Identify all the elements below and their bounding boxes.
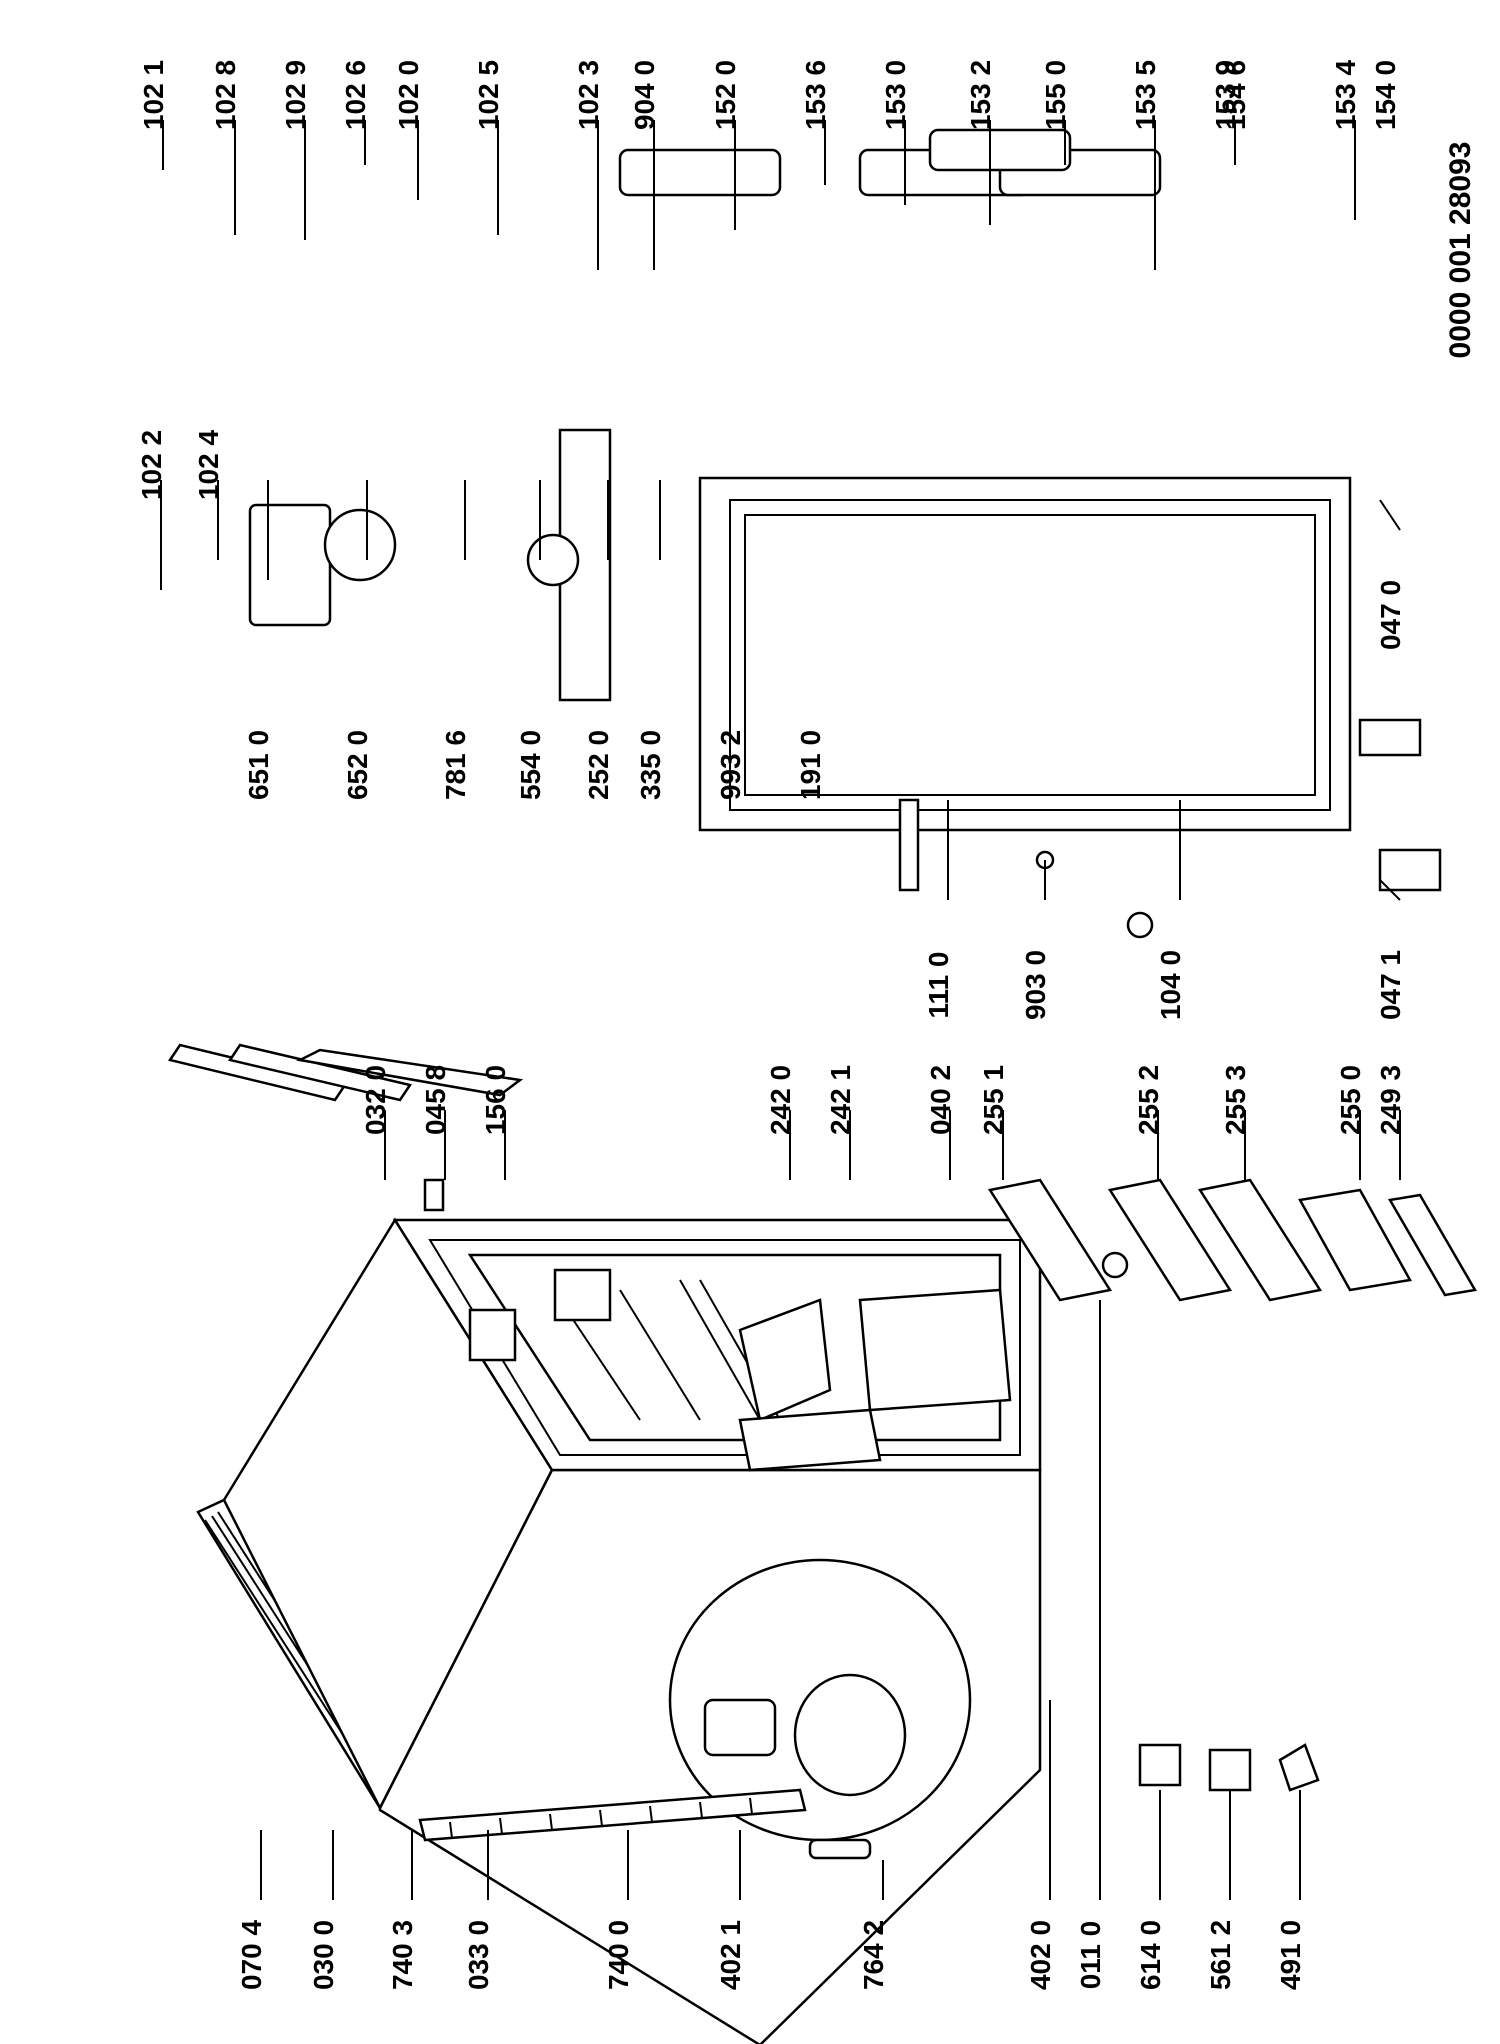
hinge-047-0 bbox=[1358, 718, 1422, 757]
shelf-255-2 bbox=[1107, 1178, 1233, 1302]
callout-033-0: 033 0 bbox=[463, 1920, 494, 1990]
door-drawing bbox=[167, 128, 1442, 1102]
crisper-242-0 bbox=[738, 1298, 832, 1422]
callout-255-0: 255 0 bbox=[1335, 1065, 1366, 1135]
handle-111-0 bbox=[898, 798, 920, 892]
callout-561-2: 561 2 bbox=[1205, 1920, 1236, 1990]
callout-491-0: 491 0 bbox=[1275, 1920, 1306, 1990]
part-102-9 bbox=[227, 1043, 413, 1102]
callout-402-1: 402 1 bbox=[715, 1920, 746, 1990]
condenser-740-0 bbox=[418, 1788, 807, 1842]
callout-554-0: 554 0 bbox=[515, 730, 546, 800]
callout-030-0: 030 0 bbox=[308, 1920, 339, 1990]
cabinet-drawing bbox=[196, 911, 1320, 2044]
hinge-047-1 bbox=[1378, 848, 1442, 892]
callout-102-9: 102 9 bbox=[280, 60, 311, 130]
callout-402-0: 402 0 bbox=[1025, 1920, 1056, 1990]
part-102-0 bbox=[296, 1048, 524, 1097]
part-561-2 bbox=[1208, 1748, 1252, 1792]
callout-153-6: 153 6 bbox=[800, 60, 831, 130]
knob-335-0 bbox=[526, 533, 580, 587]
callout-153-2: 153 2 bbox=[965, 60, 996, 130]
callout-102-6: 102 6 bbox=[340, 60, 371, 130]
shelf-255-3 bbox=[1197, 1178, 1323, 1302]
relay-402-1 bbox=[703, 1698, 777, 1757]
callout-104-0: 104 0 bbox=[1155, 950, 1186, 1020]
callout-652-0: 652 0 bbox=[342, 730, 373, 800]
callout-102-5: 102 5 bbox=[473, 60, 504, 130]
crisper-242-1 bbox=[858, 1288, 1012, 1412]
evaporator-156-0 bbox=[468, 1308, 517, 1362]
foot-011-0 bbox=[1101, 1251, 1129, 1279]
callout-156-0: 156 0 bbox=[480, 1065, 511, 1135]
callout-154-6: 154 6 bbox=[1220, 60, 1251, 130]
light-housing bbox=[553, 1268, 612, 1322]
callout-102-2: 102 2 bbox=[136, 430, 167, 500]
door-104-0 bbox=[698, 476, 1352, 832]
callout-153-0: 153 0 bbox=[880, 60, 911, 130]
callout-740-0: 740 0 bbox=[603, 1920, 634, 1990]
bin-154-6 bbox=[928, 128, 1072, 172]
screw-045-8 bbox=[423, 1178, 445, 1212]
callout-045-8: 045 8 bbox=[420, 1065, 451, 1135]
foot-040-2 bbox=[1126, 911, 1154, 939]
drier-764-2 bbox=[808, 1838, 872, 1860]
callout-111-0: 111 0 bbox=[923, 952, 954, 1019]
callout-154-0: 154 0 bbox=[1370, 60, 1401, 130]
callout-070-4: 070 4 bbox=[236, 1920, 267, 1990]
callout-651-0: 651 0 bbox=[243, 730, 274, 800]
callout-153-4: 153 4 bbox=[1330, 60, 1361, 130]
shelf-255-1 bbox=[987, 1178, 1113, 1302]
gasket-191-0 bbox=[558, 428, 612, 702]
callout-255-1: 255 1 bbox=[978, 1065, 1009, 1135]
callout-040-2: 040 2 bbox=[925, 1065, 956, 1135]
part-614-0 bbox=[1138, 1743, 1182, 1787]
drawing-code: 0000 001 28093 bbox=[1444, 142, 1477, 359]
callout-102-4: 102 4 bbox=[193, 430, 224, 500]
callout-255-3: 255 3 bbox=[1220, 1065, 1251, 1135]
callout-904-0: 904 0 bbox=[629, 60, 660, 130]
callout-047-0: 047 0 bbox=[1375, 580, 1406, 650]
callout-242-0: 242 0 bbox=[765, 1065, 796, 1135]
callout-153-5: 153 5 bbox=[1130, 60, 1161, 130]
callout-781-6: 781 6 bbox=[440, 730, 471, 800]
callout-032-0: 032 0 bbox=[360, 1065, 391, 1135]
callout-252-0: 252 0 bbox=[583, 730, 614, 800]
callout-011-0: 011 0 bbox=[1075, 1921, 1106, 1990]
thermostat-252-0 bbox=[248, 503, 332, 627]
callout-047-1: 047 1 bbox=[1375, 950, 1406, 1020]
callout-102-3: 102 3 bbox=[573, 60, 604, 130]
callout-242-1: 242 1 bbox=[825, 1065, 856, 1135]
callout-191-0: 191 0 bbox=[795, 730, 826, 800]
callout-614-0: 614 0 bbox=[1135, 1920, 1166, 1990]
callout-102-8: 102 8 bbox=[210, 60, 241, 130]
callout-764-2: 764 2 bbox=[858, 1920, 889, 1990]
compressor-402-0 bbox=[793, 1673, 907, 1797]
shelves-drawing bbox=[987, 1178, 1477, 1302]
callout-152-0: 152 0 bbox=[710, 60, 741, 130]
callout-155-0: 155 0 bbox=[1040, 60, 1071, 130]
callout-255-2: 255 2 bbox=[1133, 1065, 1164, 1135]
part-491-0 bbox=[1278, 1743, 1320, 1792]
leader-lines bbox=[160, 120, 1401, 1900]
shelf-255-0 bbox=[1298, 1188, 1412, 1292]
callout-102-0: 102 0 bbox=[393, 60, 424, 130]
callout-249-3: 249 3 bbox=[1375, 1065, 1406, 1135]
callout-903-0: 903 0 bbox=[1020, 950, 1051, 1020]
callout-labels: 102 1 102 8 102 9 102 6 102 0 102 5 102 3 904 0… bbox=[136, 60, 1406, 1990]
fan-554-0 bbox=[323, 508, 397, 582]
callout-153-9: 153 9 bbox=[1210, 60, 1241, 130]
shelf-trim-249-3 bbox=[1388, 1193, 1477, 1297]
callout-993-2: 993 2 bbox=[715, 730, 746, 800]
callout-335-0: 335 0 bbox=[635, 730, 666, 800]
bin-152-0 bbox=[618, 148, 782, 197]
callout-740-3: 740 3 bbox=[387, 1920, 418, 1990]
callout-102-1: 102 1 bbox=[138, 60, 169, 130]
